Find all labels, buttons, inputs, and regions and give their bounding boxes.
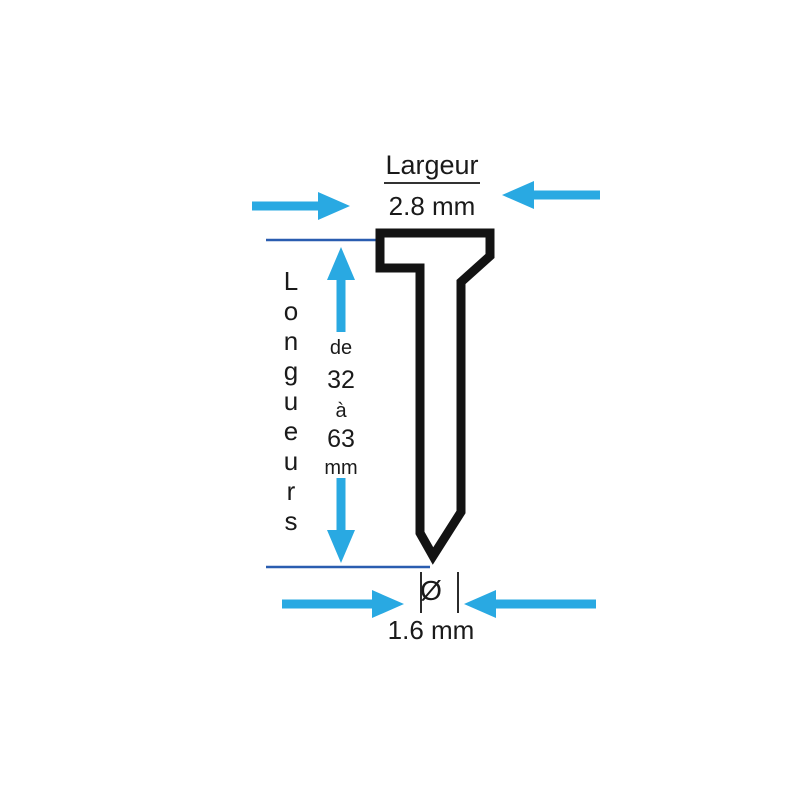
length-label-letter: n bbox=[284, 326, 298, 356]
width-value: 2.8 mm bbox=[389, 191, 476, 221]
diameter-value: 1.6 mm bbox=[388, 615, 475, 645]
length-label-letter: o bbox=[284, 296, 298, 326]
length-label: L o n g u e u r s bbox=[284, 266, 298, 536]
length-label-letter: u bbox=[284, 446, 298, 476]
nail-outline bbox=[375, 228, 495, 565]
arrow-length-down-icon bbox=[327, 478, 355, 563]
length-value: de 32 à 63 mm bbox=[324, 337, 357, 479]
length-label-letter: u bbox=[284, 386, 298, 416]
arrow-bottom-right-icon bbox=[464, 590, 596, 618]
diameter-extension-lines bbox=[420, 572, 459, 613]
length-label-letter: s bbox=[285, 506, 298, 536]
length-value-line: à bbox=[335, 400, 347, 422]
diameter-symbol: Ø bbox=[420, 575, 442, 606]
arrow-length-up-icon bbox=[327, 247, 355, 332]
dimension-arrows bbox=[252, 181, 600, 618]
arrow-bottom-left-icon bbox=[282, 590, 404, 618]
length-label-letter: r bbox=[287, 476, 296, 506]
arrow-top-right-icon bbox=[502, 181, 600, 209]
length-label-letter: g bbox=[284, 356, 298, 386]
length-value-line: mm bbox=[324, 457, 357, 479]
arrow-top-left-icon bbox=[252, 192, 350, 220]
length-value-line: 63 bbox=[327, 425, 355, 453]
length-value-line: de bbox=[330, 337, 352, 359]
dimension-reference-lines bbox=[266, 238, 430, 569]
length-label-letter: L bbox=[284, 266, 298, 296]
width-label: Largeur bbox=[385, 150, 478, 180]
length-value-line: 32 bbox=[327, 366, 355, 394]
length-label-letter: e bbox=[284, 416, 298, 446]
